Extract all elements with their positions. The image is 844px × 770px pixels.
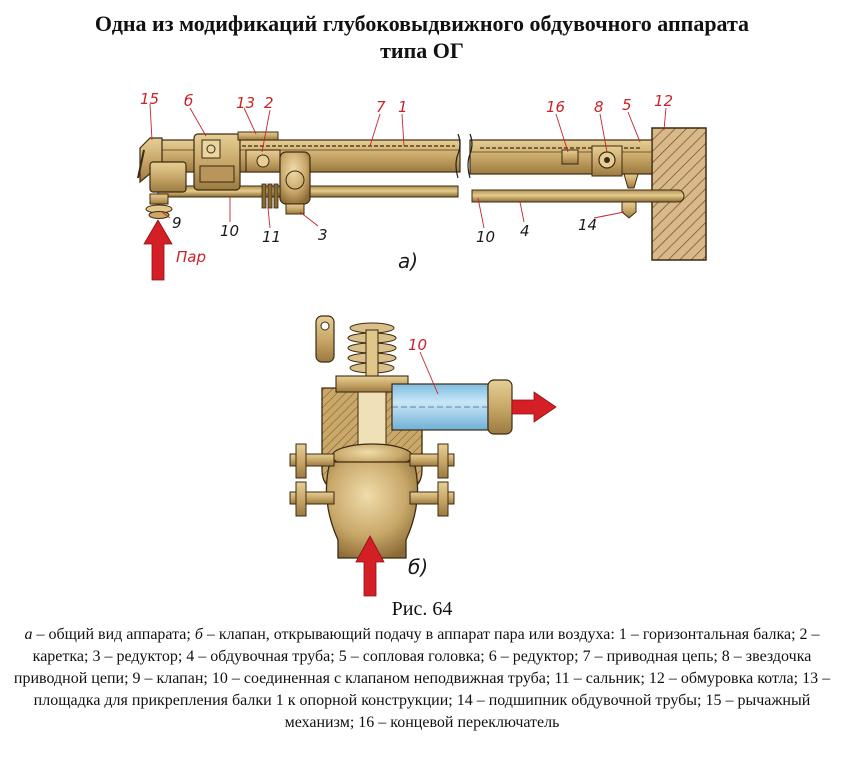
label-8: 8: [594, 98, 604, 116]
caption-mark-b: б: [194, 626, 203, 643]
label-13: 13: [236, 94, 255, 112]
limit-switch: [561, 149, 579, 165]
label-6: б: [184, 92, 193, 110]
caption-text-b: – клапан, открывающий подачу в аппарат п…: [13, 626, 831, 731]
carriage: [245, 149, 281, 173]
label-11: 11: [262, 228, 281, 246]
label-10-right: 10: [476, 228, 495, 246]
view-b-label: б): [408, 555, 428, 579]
caption-mark-a: а: [24, 626, 33, 643]
label-2: 2: [264, 94, 274, 112]
label-7: 7: [376, 98, 386, 116]
outlet-arrow: [511, 391, 557, 423]
figure-caption: а – общий вид аппарата; б – клапан, откр…: [12, 624, 832, 734]
leader-lines: [149, 103, 667, 229]
label-12: 12: [654, 92, 673, 110]
valve-flange-bolts: [289, 443, 455, 517]
title-line-1: Одна из модификаций глубоковыдвижного об…: [94, 11, 750, 36]
gland: [261, 183, 279, 209]
reducer-6: [193, 133, 241, 191]
label-4: 4: [520, 222, 530, 240]
valve-9: [145, 193, 173, 219]
steam-label: Пар: [176, 248, 206, 266]
view-a-label: а): [398, 249, 418, 273]
caption-text-a: – общий вид аппарата;: [32, 626, 195, 643]
reducer-3: [279, 151, 311, 215]
tube-bearing: [621, 201, 637, 219]
inlet-arrow: [355, 535, 385, 597]
blowing-tube: [471, 189, 669, 203]
steam-arrow: [143, 219, 173, 281]
valve-lever: [315, 315, 335, 363]
label-14: 14: [578, 216, 597, 234]
valve-body: [325, 461, 419, 559]
mounting-platform: [237, 131, 279, 141]
label-10-left: 10: [220, 222, 239, 240]
label-10-valve: 10: [408, 336, 427, 354]
title-line-2: типа ОГ: [380, 38, 464, 63]
label-3: 3: [318, 226, 328, 244]
label-1: 1: [398, 98, 408, 116]
figure-number: Рис. 64: [391, 598, 453, 620]
label-15: 15: [140, 90, 159, 108]
view-a: 15 б 13 2 7 1 16 8 5 12 9 10 11 3 10 4 1…: [137, 90, 707, 281]
label-5: 5: [622, 96, 632, 114]
apparatus-diagram: 15 б 13 2 7 1 16 8 5 12 9 10 11 3 10 4 1…: [137, 90, 707, 597]
label-16: 16: [546, 98, 565, 116]
horizontal-beam-right: [469, 139, 653, 175]
view-b: 10 б): [289, 315, 557, 597]
figure-title: Одна из модификаций глубоковыдвижного об…: [0, 10, 844, 64]
break-mark: [455, 133, 461, 179]
fixed-pipe-10: [391, 379, 513, 435]
nozzle-head-bracket: [623, 173, 639, 189]
label-9: 9: [172, 214, 182, 232]
